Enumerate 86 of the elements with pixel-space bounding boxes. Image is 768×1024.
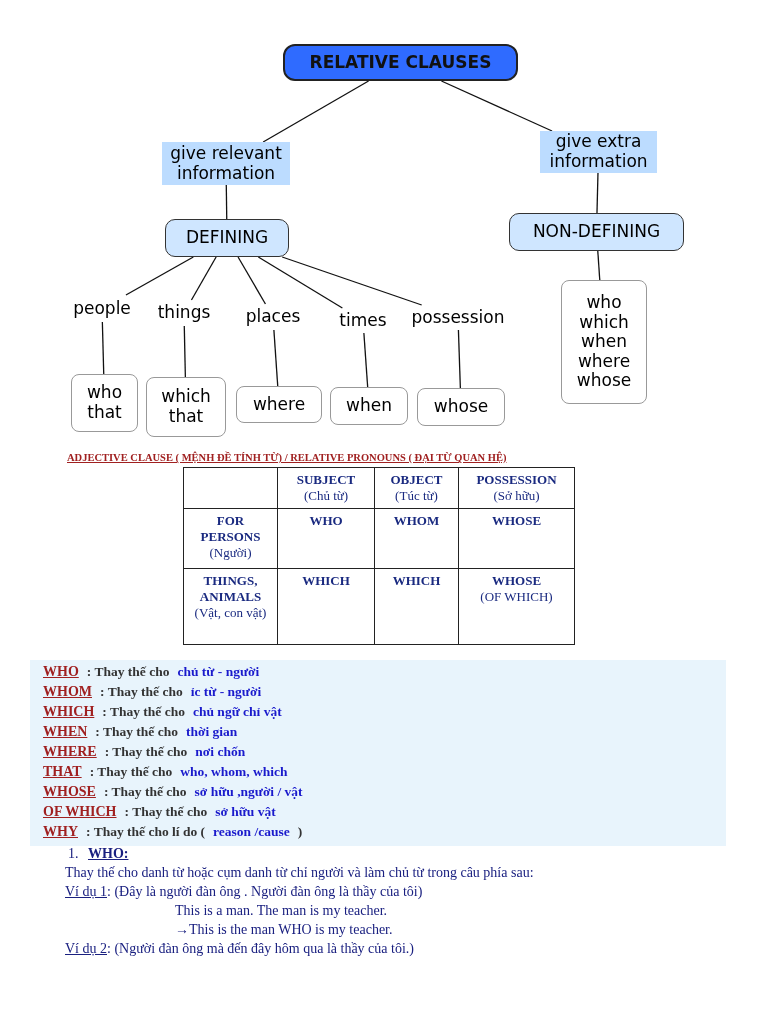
description-text: : Thay thế cho: [86, 664, 170, 679]
pronoun-text: WHOSE: [491, 573, 542, 588]
connector-line: [125, 256, 194, 296]
pronoun-text: WHOM: [393, 513, 440, 528]
description-text: : Thay thế cho: [124, 804, 208, 819]
connector-line: [273, 329, 279, 387]
translation-text: : (Người đàn ông mà đến đây hôm qua là thầy của tôi.): [107, 941, 414, 956]
connector-line: [597, 250, 601, 281]
row-header: THINGS, ANIMALS: [199, 573, 262, 604]
pronoun-term: WHOSE: [43, 784, 96, 799]
pronoun-term: WHY: [43, 824, 78, 839]
pronoun-term: OF WHICH: [43, 804, 117, 819]
meaning-text: chủ ngữ chỉ vật: [193, 704, 282, 719]
cell-note: (Chủ từ): [303, 488, 349, 503]
description-text: : Thay thế cho: [95, 724, 178, 739]
connector-line: [190, 256, 217, 301]
connector-line: [257, 256, 344, 309]
pronoun-term: WHEN: [43, 724, 88, 739]
description-text: : Thay thế cho: [100, 684, 183, 699]
connector-line: [281, 256, 423, 306]
meaning-text: sở hữu vật: [215, 804, 276, 819]
highlighted-text: give extra information: [540, 131, 657, 173]
description-text: : Thay thế cho: [104, 744, 188, 759]
cell-note: (Sở hữu): [493, 488, 540, 503]
highlighted-text: give relevant information: [162, 142, 290, 185]
pronoun-box: whose: [417, 388, 505, 426]
connector-line: [183, 325, 186, 378]
category-label: places: [238, 304, 308, 330]
meaning-text: who, whom, which: [180, 764, 288, 779]
translation-text: : (Đây là người đàn ông . Người đàn ông là thầy của tôi): [107, 884, 423, 899]
category-label: possession: [403, 305, 513, 330]
row-header: FOR PERSONS: [200, 513, 261, 544]
pronoun-box: when: [330, 387, 408, 425]
pronoun-text: WHICH: [302, 573, 350, 588]
pronoun-term: WHICH: [43, 704, 95, 719]
cell-note: (OF WHICH): [480, 589, 553, 604]
category-label: things: [150, 300, 218, 326]
description-text: : Thay thế cho: [103, 784, 187, 799]
pronoun-text: WHO: [309, 513, 343, 528]
connector-line: [440, 80, 553, 132]
list-number: 1.: [68, 846, 79, 861]
description-text: : Thay thế cho: [102, 704, 185, 719]
connector-line: [457, 329, 461, 389]
pronoun-term: THAT: [43, 764, 82, 779]
title-box: RELATIVE CLAUSES: [283, 44, 518, 81]
example-label: Ví dụ 1: [65, 884, 107, 899]
cell-note: (Túc từ): [395, 488, 438, 503]
pronoun-text: WHOSE: [491, 513, 542, 528]
description-text: : Thay thế cho lí do (: [86, 824, 205, 839]
example-label: Ví dụ 2: [65, 941, 107, 956]
description-text: ): [297, 824, 303, 839]
connector-line: [101, 321, 105, 375]
meaning-text: nơi chốn: [195, 744, 246, 759]
column-header: OBJECT: [390, 472, 443, 487]
category-label: times: [333, 308, 393, 333]
pronoun-term: WHERE: [43, 744, 97, 759]
meaning-text: ỉc từ - người: [190, 684, 262, 699]
description-text: : Thay thế cho: [89, 764, 173, 779]
section-heading: ADJECTIVE CLAUSE ( MỆNH ĐỀ TÍNH TỪ) / RELATIVE PRONOUNS ( ĐẠI TỪ QUAN HỆ): [67, 452, 507, 463]
column-header: POSSESSION: [476, 472, 557, 487]
category-label: people: [62, 295, 142, 322]
cell-note: (Vật, con vật): [194, 605, 267, 620]
pronoun-text: WHICH: [392, 573, 441, 588]
example-sentence: →This is the man WHO is my teacher.: [175, 922, 393, 937]
connector-line: [237, 256, 267, 305]
category-box: NON-DEFINING: [509, 213, 684, 251]
column-header: SUBJECT: [296, 472, 356, 487]
connector-line: [596, 172, 599, 214]
pronoun-box: who that: [71, 374, 138, 432]
meaning-text: thời gian: [186, 724, 238, 739]
cell-note: (Người): [209, 545, 252, 560]
pronoun-term: WHOM: [43, 684, 92, 699]
category-box: DEFINING: [165, 219, 289, 257]
meaning-text: reason /cause: [213, 824, 290, 839]
meaning-text: chủ từ - người: [177, 664, 260, 679]
pronoun-box: who which when where whose: [561, 280, 647, 404]
connector-line: [225, 184, 228, 220]
connector-line: [262, 80, 370, 143]
pronoun-box: which that: [146, 377, 226, 437]
pronoun-term: WHO: [43, 664, 79, 679]
example-sentence: This is a man. The man is my teacher.: [175, 903, 388, 918]
pronoun-box: where: [236, 386, 322, 423]
paragraph-text: Thay thế cho danh từ hoặc cụm danh từ chỉ người và làm chủ từ trong câu phía sau:: [65, 865, 534, 880]
meaning-text: sở hữu ,người / vật: [194, 784, 303, 799]
connector-line: [363, 332, 369, 388]
section-title: WHO:: [88, 846, 129, 861]
